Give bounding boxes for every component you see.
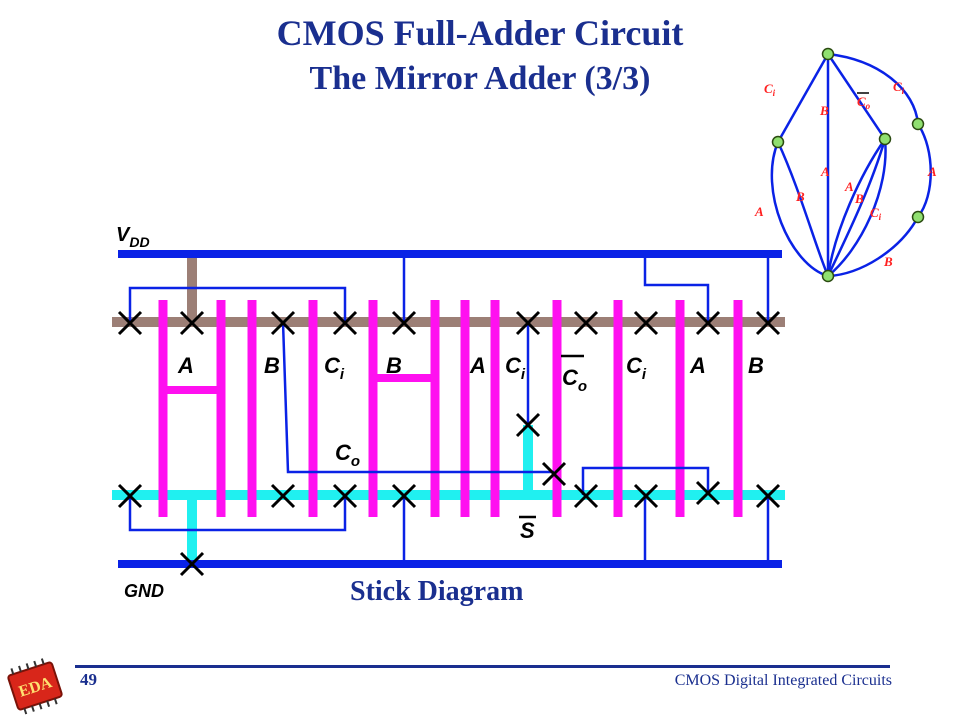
contact-x (179, 551, 205, 577)
wire-nmos-right (581, 466, 710, 495)
graph-label: B (819, 103, 829, 118)
graph-label: Co (857, 94, 871, 111)
contact-x (391, 310, 417, 336)
contact-x (541, 461, 567, 487)
graph-node (821, 47, 835, 61)
graph-edge (776, 141, 830, 277)
wire-vdd-tap-3 (643, 254, 710, 322)
graph-label: A (820, 164, 830, 179)
graph-node (821, 269, 835, 283)
gate-label: B (748, 353, 764, 378)
graph-edge (916, 123, 932, 218)
contact-x (633, 310, 659, 336)
s-label: S (520, 518, 535, 543)
contacts (117, 310, 781, 577)
contact-x (117, 483, 143, 509)
contact-x (515, 412, 541, 438)
slide-subtitle: The Mirror Adder (3/3) (309, 60, 651, 97)
metal-wires (128, 254, 770, 564)
contact-x (332, 483, 358, 509)
stick-caption: Stick Diagram (350, 576, 523, 607)
gnd-label: GND (124, 581, 164, 601)
graph-nodes (771, 47, 925, 283)
graph-node (911, 210, 925, 224)
graph-label: A (927, 164, 937, 179)
gate-label: Ci (626, 353, 647, 383)
contact-x (755, 483, 781, 509)
graph-edge (770, 141, 829, 278)
graph-edge (826, 138, 887, 277)
graph-label: Ci (764, 81, 776, 98)
contact-x (117, 310, 143, 336)
vdd-label: VDD (116, 224, 150, 250)
wire-pmos-bridge (128, 286, 347, 322)
gate-label: Ci (505, 353, 526, 383)
footer-rule (75, 665, 890, 668)
contact-x (179, 310, 205, 336)
contact-x (633, 483, 659, 509)
graph-node (771, 135, 785, 149)
contact-x (755, 310, 781, 336)
gate-label: A (177, 353, 194, 378)
slide-title: CMOS Full-Adder Circuit (276, 13, 684, 53)
contact-x (332, 310, 358, 336)
graph-edge (827, 216, 920, 278)
graph-label: A (754, 204, 764, 219)
gate-label: A (689, 353, 706, 378)
contact-x (695, 310, 721, 336)
page-number: 49 (80, 670, 97, 689)
contact-x (391, 483, 417, 509)
gate-labels: A B Ci B A Ci Co Ci A B Co S (177, 353, 764, 543)
graph-label: B (795, 189, 805, 204)
wire-nmos-bridge (128, 495, 347, 532)
graph-node (878, 132, 892, 146)
contact-x (573, 483, 599, 509)
graph-label: Ci (893, 79, 905, 96)
graph-label: Ci (870, 205, 882, 222)
gate-label: B (386, 353, 402, 378)
graph-edge (826, 53, 887, 140)
gate-label: A (469, 353, 486, 378)
co-label: Co (335, 440, 360, 470)
wire-co-node (281, 321, 554, 474)
graph-node (911, 117, 925, 131)
graph-label: B (883, 254, 893, 269)
gate-label: B (264, 353, 280, 378)
contact-x (515, 310, 541, 336)
graph-edge (827, 138, 887, 277)
graph-label: A (844, 179, 854, 194)
gate-label: Ci (324, 353, 345, 383)
graph-labels: Ci Ci Co B A A A B A B Ci B (754, 79, 937, 269)
eda-logo: EDA (7, 658, 63, 715)
gate-label: Co (562, 365, 587, 395)
graph-edge (826, 138, 887, 277)
poly-gates (158, 300, 743, 517)
contact-x (270, 483, 296, 509)
graph-edges (770, 52, 932, 278)
contact-x (573, 310, 599, 336)
contact-x (695, 480, 721, 506)
contact-x (270, 310, 296, 336)
footer-title: CMOS Digital Integrated Circuits (674, 672, 892, 689)
graph-label: B (854, 191, 864, 206)
graph-edge (776, 53, 830, 143)
graph-edge (827, 52, 920, 125)
